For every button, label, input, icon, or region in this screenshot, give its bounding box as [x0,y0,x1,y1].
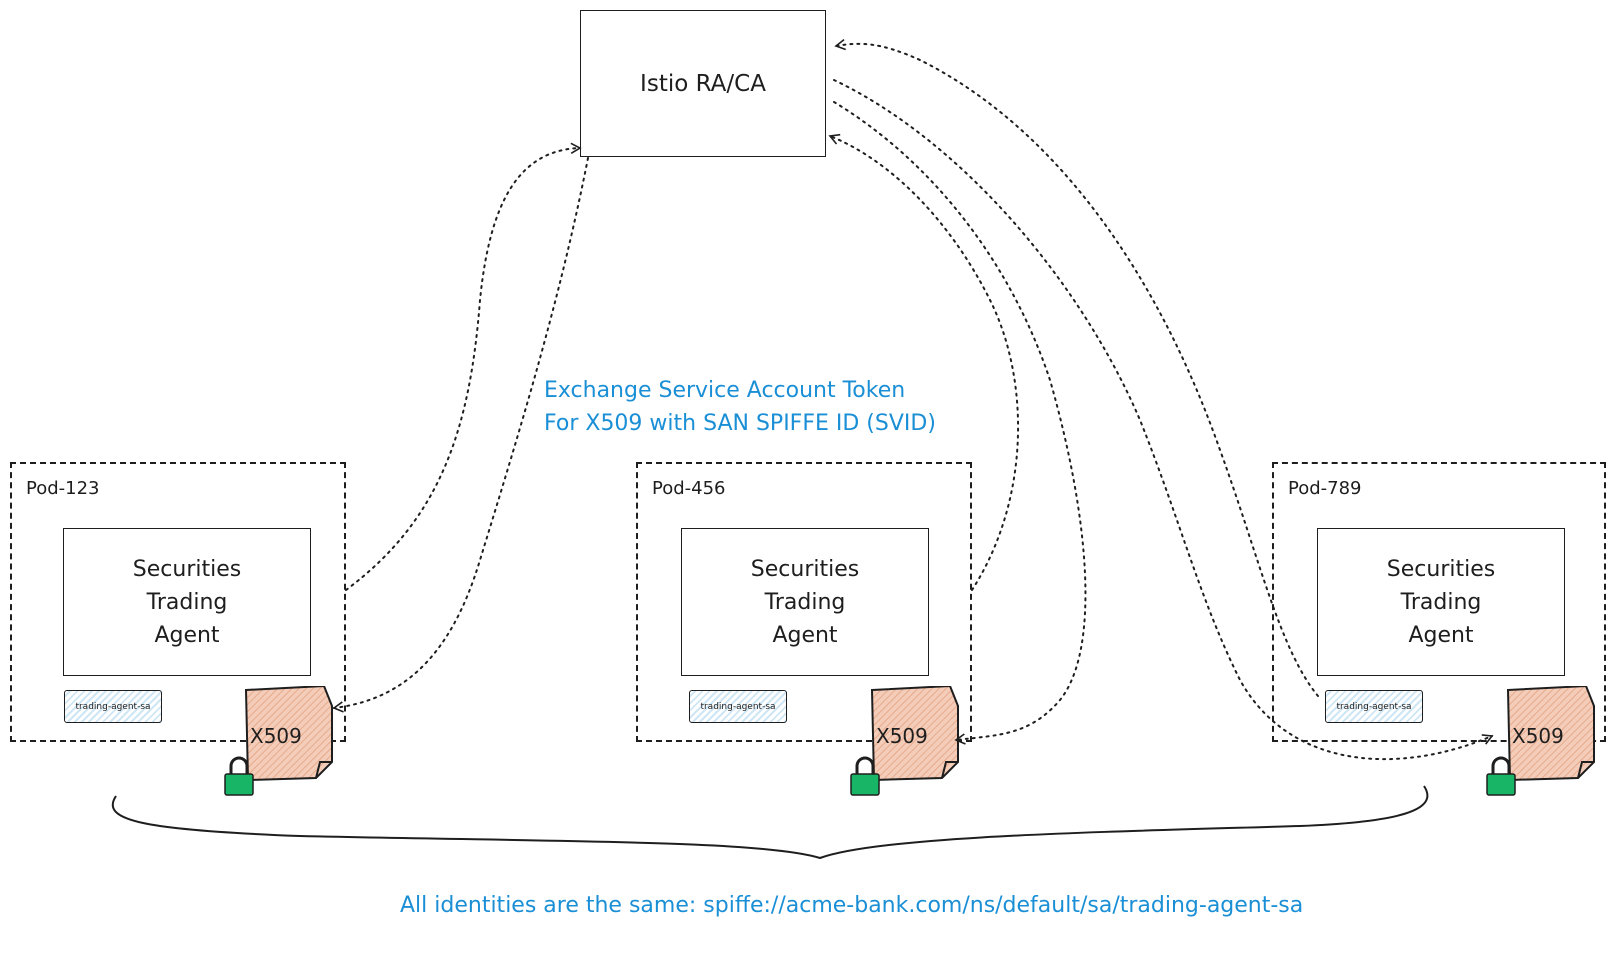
grouping-brace [111,785,1429,860]
lock-icon [850,756,880,796]
service-account-label: trading-agent-sa [700,701,776,712]
pod-label: Pod-456 [652,478,726,499]
identity-note: All identities are the same: spiffe://ac… [400,889,1303,922]
service-account-chip: trading-agent-sa [689,690,787,723]
exchange-note: Exchange Service Account Token For X509 … [544,374,936,440]
x509-label: X509 [1512,724,1564,748]
lock-icon [1486,756,1516,796]
agent-line: Agent [154,622,220,648]
securities-trading-agent: Securities Trading Agent [1317,528,1565,676]
identity-note-text: All identities are the same: spiffe://ac… [400,893,1304,918]
exchange-note-line1: Exchange Service Account Token [544,378,906,403]
pod-label: Pod-789 [1288,478,1362,499]
agent-line: Trading [764,589,846,615]
agent-line: Agent [772,622,838,648]
agent-line: Agent [1408,622,1474,648]
x509-label: X509 [250,724,302,748]
lock-icon [224,756,254,796]
agent-line: Securities [132,556,242,582]
exchange-note-line2: For X509 with SAN SPIFFE ID (SVID) [544,411,936,436]
pod-123: Pod-123 Securities Trading Agent trading… [10,462,346,742]
securities-trading-agent: Securities Trading Agent [681,528,929,676]
pod-label: Pod-123 [26,478,100,499]
service-account-chip: trading-agent-sa [64,690,162,723]
x509-certificate: X509 [850,684,960,796]
agent-line: Trading [146,589,228,615]
agent-line: Trading [1400,589,1482,615]
agent-line: Securities [1386,556,1496,582]
service-account-label: trading-agent-sa [75,701,151,712]
service-account-label: trading-agent-sa [1336,701,1412,712]
x509-certificate: X509 [1486,684,1596,796]
istio-ca-title: Istio RA/CA [640,70,766,97]
x509-label: X509 [876,724,928,748]
istio-ca-box: Istio RA/CA [580,10,826,157]
agent-line: Securities [750,556,860,582]
service-account-chip: trading-agent-sa [1325,690,1423,723]
token-request-arrow [345,142,582,591]
x509-certificate: X509 [224,684,334,796]
securities-trading-agent: Securities Trading Agent [63,528,311,676]
